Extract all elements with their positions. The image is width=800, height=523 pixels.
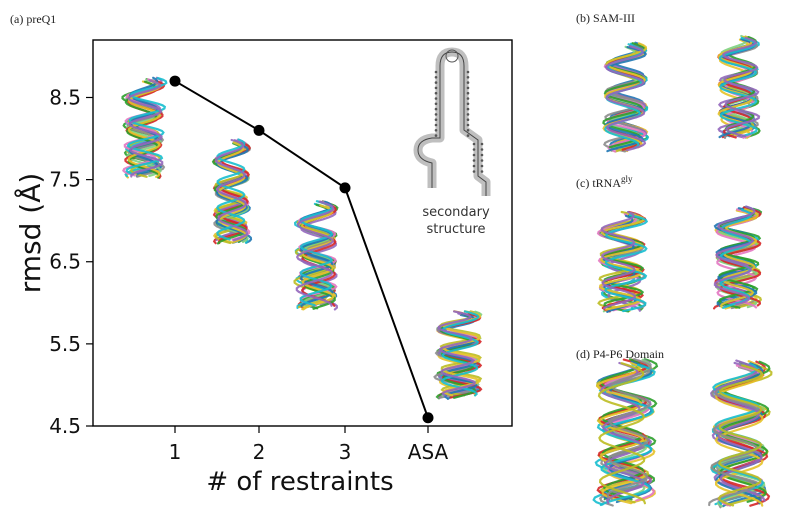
y-tick-label: 6.5 bbox=[49, 250, 81, 274]
structure-ensemble bbox=[708, 359, 773, 509]
x-tick-label: 1 bbox=[169, 440, 182, 464]
x-axis: 1 2 3 ASA bbox=[169, 426, 449, 464]
x-tick-label: 3 bbox=[339, 440, 352, 464]
inset-label-line2: structure bbox=[427, 222, 486, 237]
y-tick-label: 8.5 bbox=[49, 85, 81, 109]
structure-ensemble bbox=[433, 310, 483, 400]
x-tick-label: ASA bbox=[408, 440, 449, 464]
structure-ensemble bbox=[121, 76, 168, 179]
data-point bbox=[339, 182, 351, 194]
y-axis: 4.5 5.5 6.5 7.5 8.5 bbox=[49, 85, 93, 438]
plot-frame bbox=[92, 39, 513, 427]
structure-ensemble bbox=[592, 358, 659, 507]
structure-ensemble bbox=[713, 205, 763, 310]
series-line bbox=[174, 80, 429, 419]
structure-ensembles-plot bbox=[121, 76, 483, 400]
y-tick-label: 4.5 bbox=[49, 414, 81, 438]
structure-ensemble bbox=[596, 210, 649, 313]
structure-ensemble bbox=[211, 138, 253, 245]
panel-label-b: (b) SAM-III bbox=[576, 11, 635, 25]
x-tick-label: 2 bbox=[253, 440, 266, 464]
y-tick-label: 5.5 bbox=[49, 332, 81, 356]
y-tick-label: 7.5 bbox=[49, 168, 81, 192]
panel-label-d: (d) P4-P6 Domain bbox=[576, 347, 664, 361]
data-point bbox=[253, 124, 265, 136]
structure-ensemble bbox=[293, 200, 339, 311]
structure-ensembles-right bbox=[592, 34, 773, 509]
structure-ensemble bbox=[717, 34, 761, 139]
secondary-structure-diagram bbox=[413, 47, 491, 196]
y-axis-title: rmsd (Å) bbox=[13, 173, 47, 294]
data-point bbox=[169, 75, 181, 87]
x-axis-title: # of restraints bbox=[206, 467, 393, 497]
panel-label-a: (a) preQ1 bbox=[10, 12, 56, 26]
inset-label-line1: secondary bbox=[422, 205, 490, 220]
data-point bbox=[422, 412, 434, 424]
panel-label-c: (c) tRNAgly bbox=[576, 174, 633, 190]
structure-ensemble bbox=[602, 41, 650, 153]
rmsd-series bbox=[169, 75, 434, 424]
